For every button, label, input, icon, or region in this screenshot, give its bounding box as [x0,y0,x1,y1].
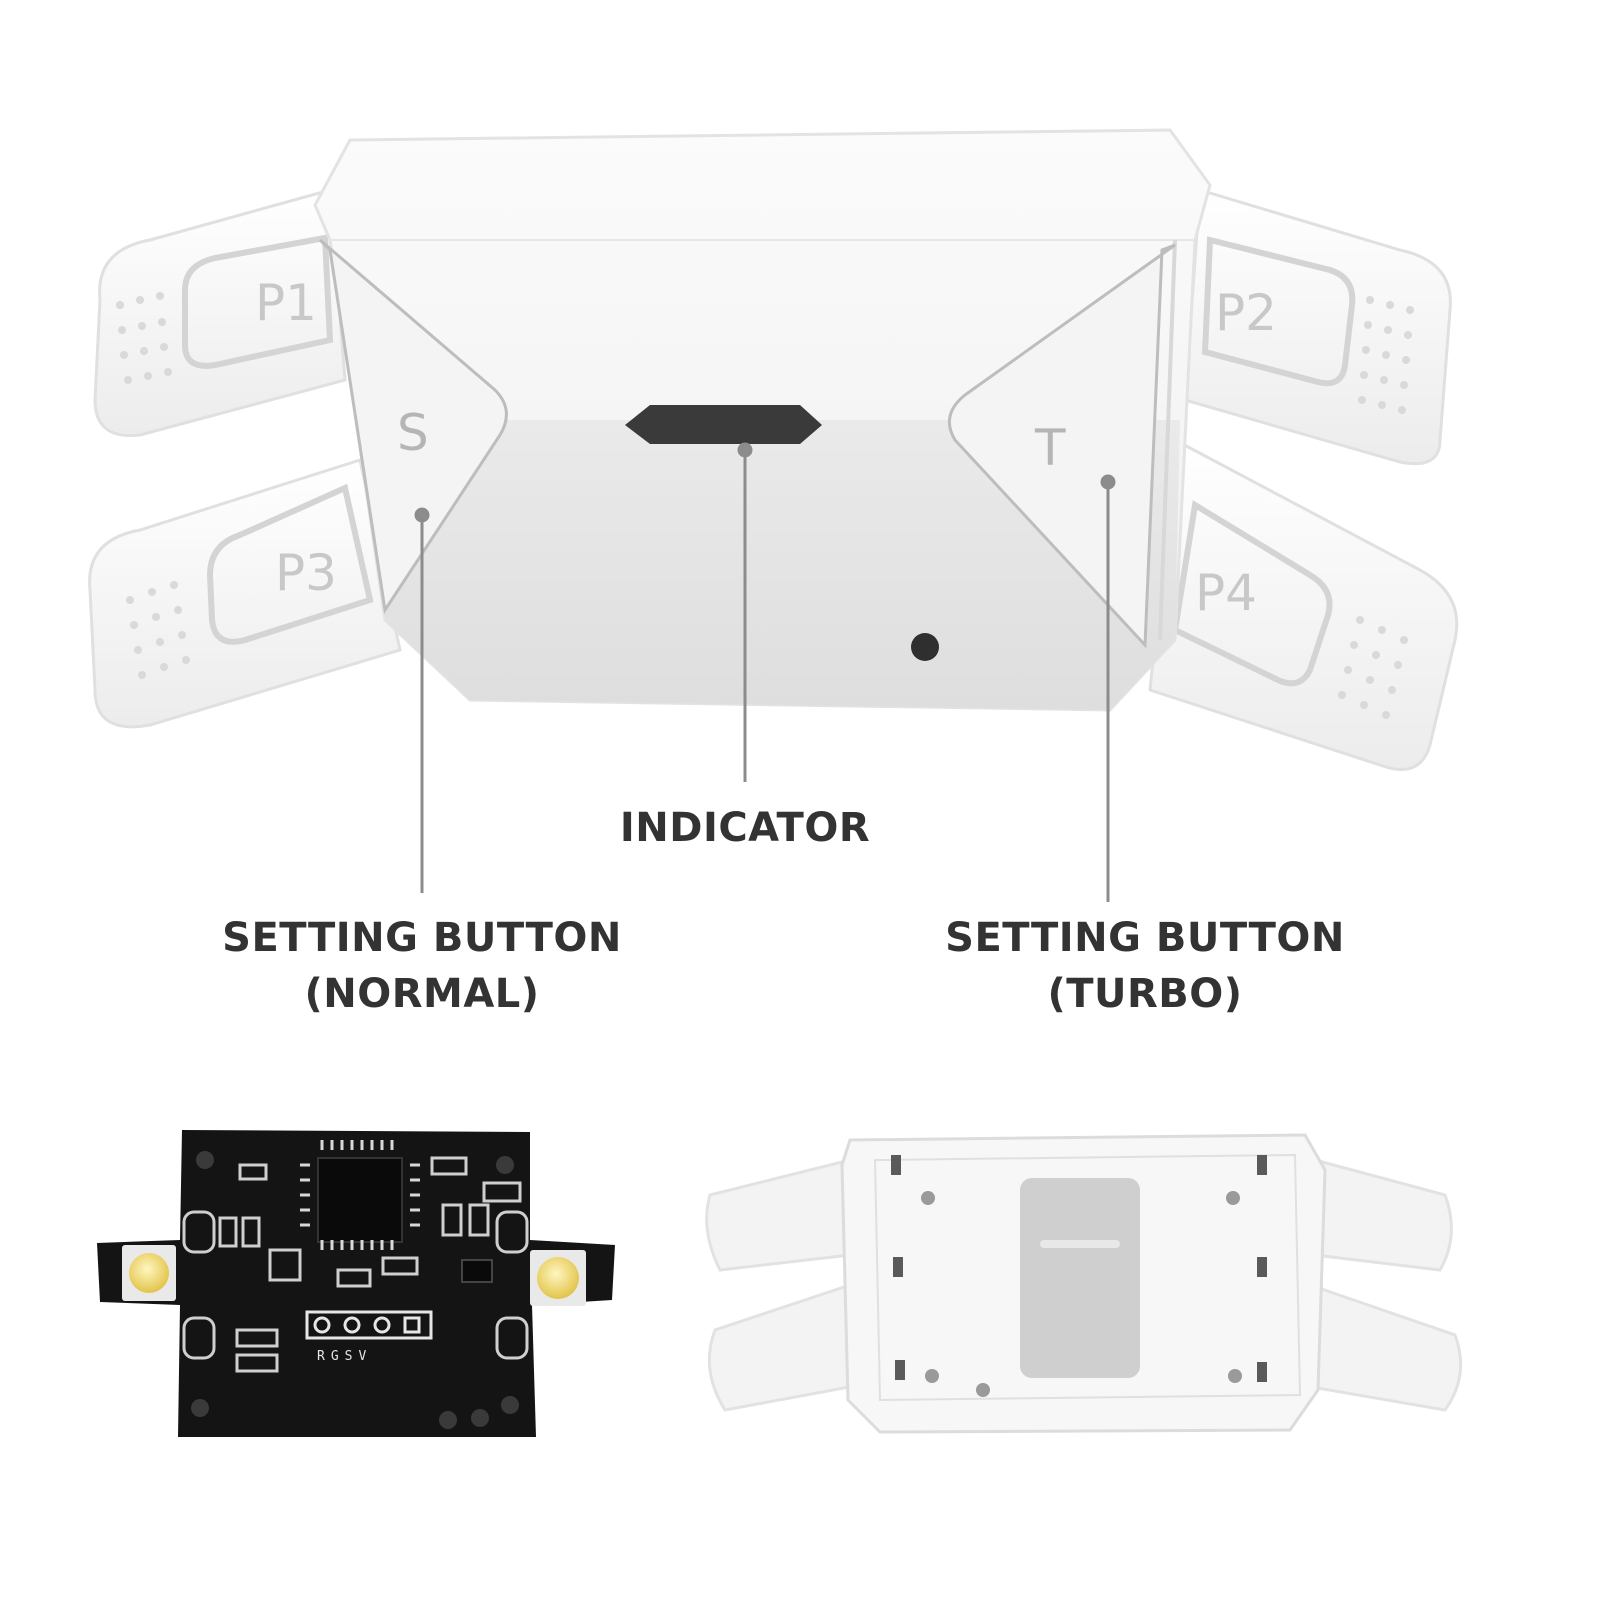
chip-icon [317,1157,403,1243]
callout-lines [414,442,1116,902]
paddle-p4-label: P4 [1195,564,1257,622]
paddle-grip-dots [1338,616,1408,719]
circuit-board: RGSV [97,1130,615,1437]
paddle-p2-label: P2 [1215,284,1277,342]
battery-slot [1020,1178,1140,1378]
paddle-grip-dots [116,292,172,384]
indicator-label: INDICATOR [600,800,890,856]
paddle-p2: P2 [1183,188,1452,466]
reset-hole-icon [911,633,939,661]
paddle-grip-dots [1358,296,1414,414]
setting-button-normal-label: S [397,404,429,462]
setting-button-turbo-callout: SETTING BUTTON (TURBO) [945,910,1345,1022]
paddle-p1-label: P1 [255,274,317,332]
pin-header [305,1310,433,1340]
paddle-p3: P3 [88,458,402,729]
device-back-view [705,1133,1463,1434]
indicator-text: INDICATOR [619,805,871,851]
paddle-p3-label: P3 [275,544,337,602]
setting-button-normal[interactable]: S [318,238,508,615]
setting-normal-line1: SETTING BUTTON [222,915,622,961]
paddle-p1: P1 [93,188,347,438]
setting-turbo-line2: (TURBO) [1047,971,1243,1017]
setting-button-turbo[interactable]: T [947,243,1176,649]
tactile-switch-left [122,1245,176,1301]
setting-turbo-line1: SETTING BUTTON [945,915,1345,961]
pcb-pin-labels: RGSV [317,1349,372,1364]
setting-button-normal-callout: SETTING BUTTON (NORMAL) [222,910,622,1022]
setting-button-turbo-label: T [1034,419,1066,477]
tactile-switch-right [530,1250,586,1306]
indicator-led [625,405,822,444]
paddle-p4: P4 [1148,437,1459,771]
setting-normal-line2: (NORMAL) [304,971,540,1017]
paddle-grip-dots [126,581,190,679]
